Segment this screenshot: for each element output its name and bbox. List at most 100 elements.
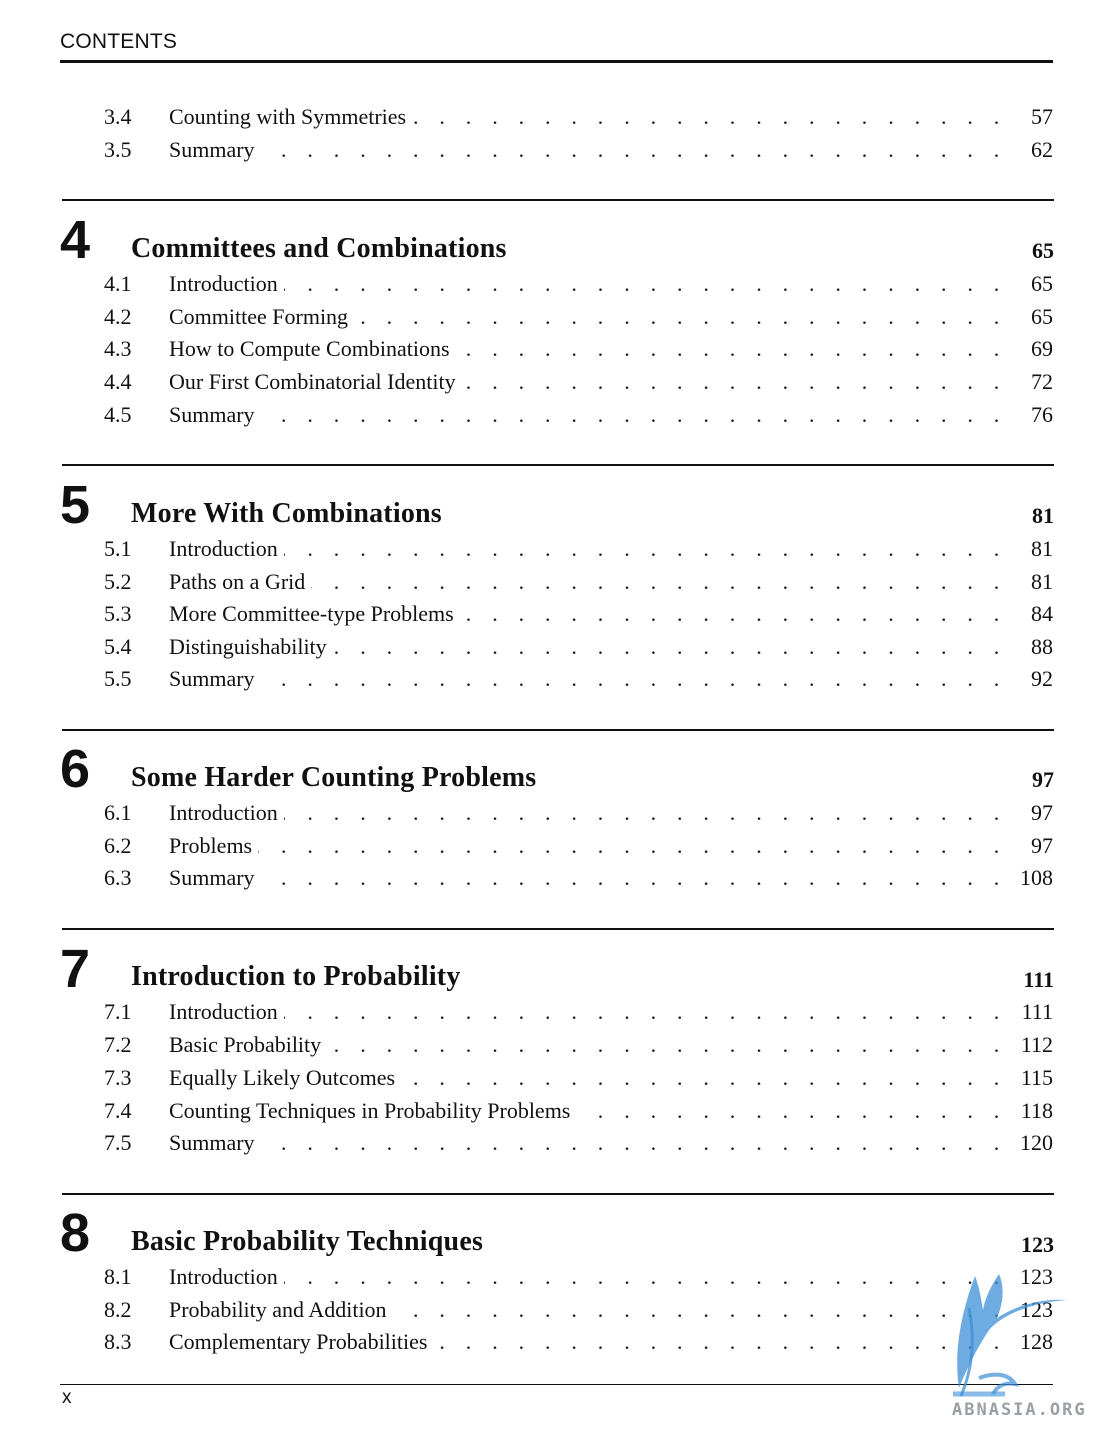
leader-dots: . . . . . . . . . . . . . . . . . . . . … bbox=[412, 104, 1007, 129]
section-page: 92 bbox=[1031, 666, 1053, 691]
leader-dots: . . . . . . . . . . . . . . . . . . . . … bbox=[284, 800, 1007, 825]
section-title: Summary bbox=[169, 137, 255, 162]
chapter-page: 111 bbox=[1023, 967, 1054, 992]
chapter-page: 123 bbox=[1021, 1232, 1054, 1257]
section-title: Equally Likely Outcomes bbox=[169, 1065, 396, 1090]
leader-dots: . . . . . . . . . . . . . . . . . . . . … bbox=[433, 1329, 1007, 1354]
leader-dots: . . . . . . . . . . . . . . . . . . . . … bbox=[284, 999, 1007, 1024]
section-title: Complementary Probabilities bbox=[169, 1329, 428, 1354]
section-title: Summary bbox=[169, 666, 255, 691]
section-number: 5.2 bbox=[104, 569, 132, 594]
toc-entry[interactable]: 6.2 Problems. . . . . . . . . . . . . . .… bbox=[104, 831, 1053, 861]
section-page: 65 bbox=[1031, 304, 1053, 329]
section-number: 7.5 bbox=[104, 1130, 132, 1155]
leader-dots: . . . . . . . . . . . . . . . . . . . . … bbox=[261, 137, 1007, 162]
section-title: Introduction bbox=[169, 800, 278, 825]
section-page: 65 bbox=[1031, 271, 1053, 296]
section-page: 81 bbox=[1031, 536, 1053, 561]
leader-dots: . . . . . . . . . . . . . . . . . . . . … bbox=[261, 666, 1007, 691]
leader-dots: . . . . . . . . . . . . . . . . . . . . … bbox=[456, 336, 1007, 361]
toc-entry[interactable]: 5.5 Summary. . . . . . . . . . . . . . . … bbox=[104, 664, 1053, 694]
chapter-number: 8 bbox=[60, 1203, 91, 1263]
section-page: 81 bbox=[1031, 569, 1053, 594]
toc-entry[interactable]: 7.1 Introduction. . . . . . . . . . . . .… bbox=[104, 997, 1053, 1027]
section-number: 3.5 bbox=[104, 137, 132, 162]
chapter-title[interactable]: Introduction to Probability bbox=[131, 961, 461, 992]
chapter-title[interactable]: More With Combinations bbox=[131, 498, 442, 529]
section-title: More Committee-type Problems bbox=[169, 601, 454, 626]
section-title: Introduction bbox=[169, 536, 278, 561]
leader-dots: . . . . . . . . . . . . . . . . . . . . … bbox=[258, 833, 1007, 858]
section-title: Introduction bbox=[169, 271, 278, 296]
section-title: Counting with Symmetries bbox=[169, 104, 407, 129]
section-title: Introduction bbox=[169, 1264, 278, 1289]
section-number: 7.4 bbox=[104, 1098, 132, 1123]
section-page: 120 bbox=[1020, 1130, 1053, 1155]
chapter-rule bbox=[62, 729, 1054, 731]
chapter-number: 5 bbox=[60, 475, 91, 535]
section-page: 97 bbox=[1031, 833, 1053, 858]
chapter-page: 81 bbox=[1032, 503, 1054, 528]
footer-rule bbox=[60, 1384, 1053, 1385]
section-number: 7.1 bbox=[104, 999, 132, 1024]
section-title: Probability and Addition bbox=[169, 1297, 387, 1322]
section-number: 4.3 bbox=[104, 336, 132, 361]
section-title: Distinguishability bbox=[169, 634, 327, 659]
leader-dots: . . . . . . . . . . . . . . . . . . . . … bbox=[401, 1065, 1007, 1090]
header-rule bbox=[60, 60, 1053, 63]
section-number: 3.4 bbox=[104, 104, 132, 129]
section-title: Introduction bbox=[169, 999, 278, 1024]
section-number: 8.3 bbox=[104, 1329, 132, 1354]
section-number: 7.3 bbox=[104, 1065, 132, 1090]
leader-dots: . . . . . . . . . . . . . . . . . . . . … bbox=[576, 1098, 1007, 1123]
toc-entry[interactable]: 7.3 Equally Likely Outcomes. . . . . . . … bbox=[104, 1063, 1053, 1093]
watermark-feather-icon bbox=[953, 1274, 1067, 1397]
section-page: 128 bbox=[1020, 1329, 1053, 1354]
toc-entry[interactable]: 3.4 Counting with Symmetries. . . . . . … bbox=[104, 102, 1053, 132]
section-page: 84 bbox=[1031, 601, 1053, 626]
section-number: 8.1 bbox=[104, 1264, 132, 1289]
section-number: 5.4 bbox=[104, 634, 132, 659]
toc-entry[interactable]: 8.3 Complementary Probabilities. . . . . … bbox=[104, 1327, 1053, 1357]
section-number: 4.2 bbox=[104, 304, 132, 329]
chapter-title[interactable]: Some Harder Counting Problems bbox=[131, 762, 537, 793]
section-title: Our First Combinatorial Identity bbox=[169, 369, 456, 394]
section-title: Committee Forming bbox=[169, 304, 349, 329]
leader-dots: . . . . . . . . . . . . . . . . . . . . … bbox=[333, 634, 1007, 659]
section-number: 4.4 bbox=[104, 369, 132, 394]
chapter-number: 4 bbox=[60, 210, 91, 270]
section-title: Counting Techniques in Probability Probl… bbox=[169, 1098, 571, 1123]
section-number: 6.3 bbox=[104, 865, 132, 890]
section-page: 72 bbox=[1031, 369, 1053, 394]
chapter-title[interactable]: Committees and Combinations bbox=[131, 233, 507, 264]
chapter-title[interactable]: Basic Probability Techniques bbox=[131, 1226, 484, 1257]
section-page: 76 bbox=[1031, 402, 1053, 427]
section-page: 97 bbox=[1031, 800, 1053, 825]
leader-dots: . . . . . . . . . . . . . . . . . . . . … bbox=[261, 865, 1007, 890]
toc-entry[interactable]: 3.5 Summary. . . . . . . . . . . . . . .… bbox=[104, 135, 1053, 165]
section-title: Basic Probability bbox=[169, 1032, 322, 1057]
chapter-rule bbox=[62, 199, 1054, 201]
section-number: 5.5 bbox=[104, 666, 132, 691]
toc-entry[interactable]: 7.4 Counting Techniques in Probability Pr… bbox=[104, 1096, 1053, 1126]
section-title: Paths on a Grid bbox=[169, 569, 306, 594]
leader-dots: . . . . . . . . . . . . . . . . . . . . … bbox=[284, 271, 1007, 296]
section-page: 123 bbox=[1020, 1264, 1053, 1289]
section-number: 6.2 bbox=[104, 833, 132, 858]
toc-entry[interactable]: 5.4 Distinguishability. . . . . . . . . .… bbox=[104, 632, 1053, 662]
section-title: Problems bbox=[169, 833, 253, 858]
